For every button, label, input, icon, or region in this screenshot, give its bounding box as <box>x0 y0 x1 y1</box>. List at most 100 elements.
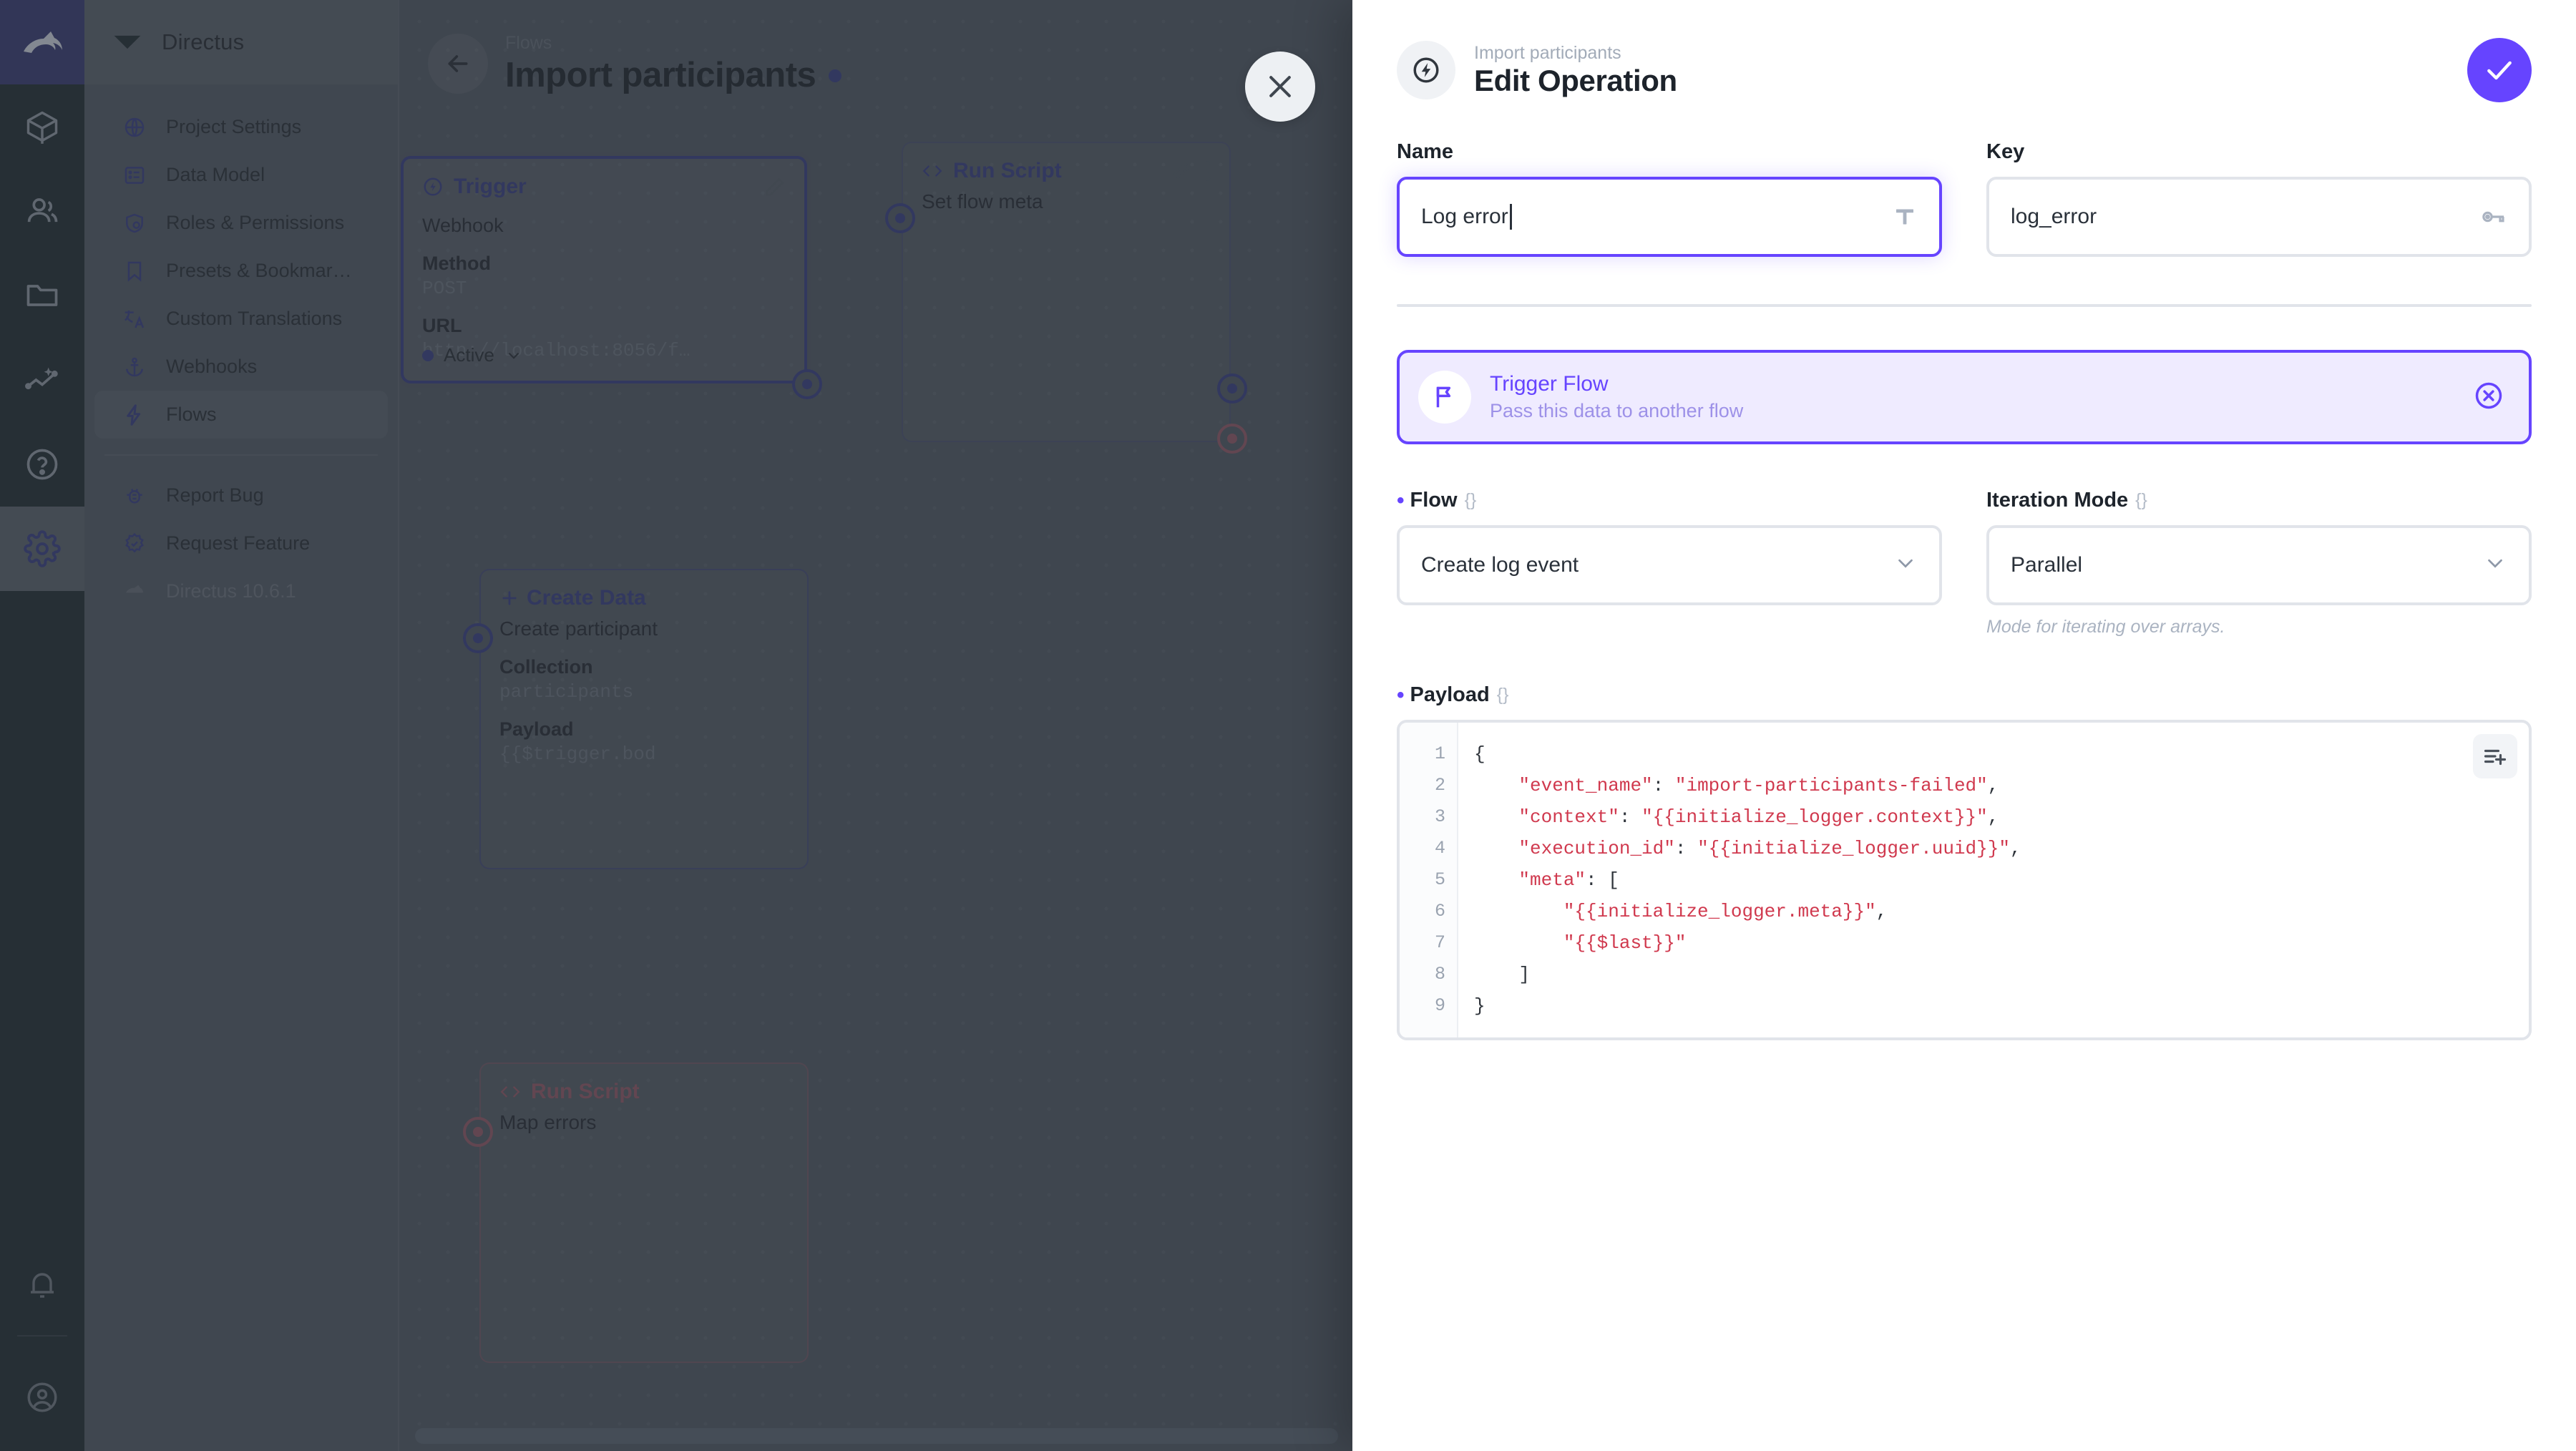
trending-sparkle-icon <box>25 367 58 390</box>
name-field-group: Name Log error <box>1397 140 1942 257</box>
clear-operation-button[interactable] <box>2473 380 2504 415</box>
sidebar-item-label: Flows <box>166 404 217 425</box>
payload-label-text: Payload <box>1410 683 1490 706</box>
flow-node-title: Run Script <box>953 159 1062 182</box>
line-number: 6 <box>1434 901 1445 922</box>
sidebar-item-label: Presets & Bookmar… <box>166 260 352 281</box>
sidebar-item-label: Custom Translations <box>166 308 343 329</box>
account-circle-icon <box>27 1382 57 1412</box>
module-item-docs[interactable] <box>0 422 84 507</box>
template-braces-icon: {} <box>1464 490 1477 510</box>
flow-node-create-data[interactable]: Create Data Create participant Collectio… <box>463 569 809 869</box>
flow-field-group: • Flow {} Create log event <box>1397 489 1942 637</box>
iteration-mode-field-label: Iteration Mode {} <box>1986 489 2532 512</box>
code-line: } <box>1474 995 1485 1017</box>
code-line: "event_name": "import-participants-faile… <box>1518 775 1999 796</box>
line-number: 8 <box>1434 964 1445 985</box>
flow-node-field-label: Payload <box>499 718 574 740</box>
sidebar-item-request-feature[interactable]: Request Feature <box>94 519 388 567</box>
module-item-file-library[interactable] <box>0 253 84 338</box>
directus-rabbit-icon <box>120 577 149 606</box>
flow-node-trigger[interactable]: Trigger Webhook Method POST URL http://l… <box>401 156 822 399</box>
pencil-icon[interactable] <box>1171 160 1192 182</box>
bookmark-icon <box>120 257 149 285</box>
save-button[interactable] <box>2467 38 2532 102</box>
code-line: "context": "{{initialize_logger.context}… <box>1518 806 1999 828</box>
bolt-circle-icon <box>424 177 442 196</box>
flow-node-field-value: {{$trigger.bod <box>499 743 656 765</box>
line-number: 7 <box>1434 932 1445 953</box>
node-input-port[interactable] <box>463 623 493 653</box>
flow-node-title: Create Data <box>527 586 646 610</box>
bolt-icon <box>120 401 149 429</box>
key-input-value: log_error <box>2011 205 2097 228</box>
module-item-account[interactable] <box>0 1344 84 1451</box>
code-line: ] <box>1474 964 1531 985</box>
module-item-content[interactable] <box>0 84 84 169</box>
flow-node-map-errors[interactable]: Run Script Map errors <box>463 1062 809 1363</box>
canvas-horizontal-scrollbar[interactable] <box>415 1428 1338 1444</box>
module-item-settings[interactable] <box>0 507 84 591</box>
template-braces-icon: {} <box>2135 490 2147 510</box>
key-input[interactable]: log_error <box>1986 177 2532 257</box>
node-input-port[interactable] <box>885 203 915 233</box>
sidebar-item-project-settings[interactable]: Project Settings <box>94 103 388 151</box>
banner-title: Trigger Flow <box>1490 372 1609 396</box>
drawer-header: Import participants Edit Operation <box>1352 0 2576 140</box>
flow-select[interactable]: Create log event <box>1397 525 1942 605</box>
flow-node-run-script-1[interactable]: Run Script Set flow meta <box>885 142 1247 454</box>
module-bar-divider <box>17 1335 67 1337</box>
line-number: 3 <box>1434 806 1445 827</box>
box-icon <box>26 111 58 144</box>
more-vertical-icon[interactable] <box>1205 160 1211 182</box>
flow-node-status[interactable]: Active <box>422 344 523 366</box>
sidebar-item-custom-translations[interactable]: Custom Translations <box>94 295 388 343</box>
drawer-body: Name Log error Key log_error <box>1352 140 2576 1040</box>
module-bar-logo[interactable] <box>0 0 84 84</box>
pencil-icon[interactable] <box>764 176 786 197</box>
flow-node-name: Set flow meta <box>922 190 1043 212</box>
flow-breadcrumb[interactable]: Flows <box>505 32 552 53</box>
line-number: 2 <box>1434 775 1445 796</box>
iteration-mode-select[interactable]: Parallel <box>1986 525 2532 605</box>
node-input-port[interactable] <box>463 1117 493 1147</box>
sidebar-item-label: Data Model <box>166 164 265 185</box>
arrow-left-icon <box>448 55 468 72</box>
sidebar-item-presets-bookmarks[interactable]: Presets & Bookmar… <box>94 247 388 295</box>
public-globe-icon <box>120 113 149 142</box>
operation-type-banner[interactable]: Trigger Flow Pass this data to another f… <box>1397 350 2532 444</box>
plus-icon <box>502 591 517 605</box>
sidebar-nav-list: Project Settings Data Model Roles & Perm… <box>84 84 398 615</box>
sidebar-item-data-model[interactable]: Data Model <box>94 151 388 199</box>
editor-code-area[interactable]: { "event_name": "import-participants-fai… <box>1458 723 2529 1037</box>
sidebar-item-webhooks[interactable]: Webhooks <box>94 343 388 391</box>
flow-node-field-label: Method <box>422 253 491 274</box>
sidebar-item-report-bug[interactable]: Report Bug <box>94 472 388 519</box>
iteration-mode-label-text: Iteration Mode <box>1986 489 2129 512</box>
payload-code-editor[interactable]: 1 2 3 4 5 6 7 8 9 { "event_name": "impor… <box>1397 720 2532 1040</box>
flow-node-field-label: URL <box>422 315 462 336</box>
sidebar-item-label: Report Bug <box>166 484 264 506</box>
text-caret <box>1509 204 1512 230</box>
flow-node-field-value: participants <box>499 681 634 703</box>
node-resolve-port[interactable] <box>1217 373 1247 404</box>
code-line: "execution_id": "{{initialize_logger.uui… <box>1518 838 2021 859</box>
sidebar-item-roles-permissions[interactable]: Roles & Permissions <box>94 199 388 247</box>
module-item-notifications[interactable] <box>0 1244 84 1328</box>
text-format-t-icon <box>1892 204 1918 230</box>
module-item-user-directory[interactable] <box>0 169 84 253</box>
back-button[interactable] <box>428 34 488 94</box>
folder-icon <box>26 285 58 306</box>
editor-line-gutter: 1 2 3 4 5 6 7 8 9 <box>1400 723 1458 1037</box>
module-item-insights[interactable] <box>0 338 84 422</box>
insert-variable-button[interactable] <box>2473 734 2517 778</box>
sidebar-item-label: Request Feature <box>166 532 311 554</box>
line-number: 1 <box>1434 743 1445 764</box>
name-input[interactable]: Log error <box>1397 177 1942 257</box>
drawer-close-button[interactable] <box>1245 52 1315 122</box>
sidebar-item-flows[interactable]: Flows <box>94 391 388 439</box>
node-output-port[interactable] <box>792 369 822 399</box>
node-reject-port[interactable] <box>1217 424 1247 454</box>
line-number: 9 <box>1434 995 1445 1016</box>
